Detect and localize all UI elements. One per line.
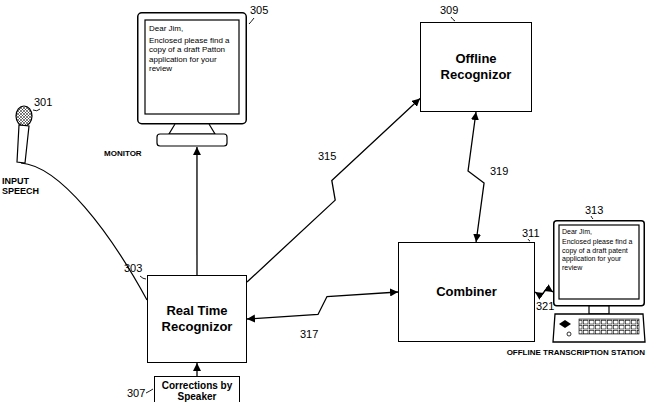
box-label: Offline Recognizor	[425, 51, 527, 82]
signal-link	[247, 99, 420, 283]
device-label: MONITOR	[104, 149, 142, 158]
callout-number: 309	[440, 4, 458, 17]
screen-text: Enclosed please find a copy of a draft p…	[562, 238, 636, 272]
box-label: Corrections by Speaker	[159, 381, 235, 402]
screen-text: Dear Jim,	[562, 228, 636, 236]
input-label: INPUT SPEECH	[2, 176, 48, 197]
callout-number: 313	[585, 204, 603, 217]
input-box: Corrections by Speaker	[154, 376, 240, 402]
signal-link	[196, 147, 197, 275]
screen-text: Dear Jim,	[149, 24, 235, 34]
signal-link	[196, 363, 197, 376]
callout-number: 315	[318, 150, 336, 163]
callout-number: 305	[250, 4, 268, 17]
microphone-cable	[21, 163, 147, 300]
signal-link	[535, 288, 553, 296]
box-label: Real Time Recognizor	[152, 303, 242, 334]
callout-number: 301	[34, 96, 52, 109]
signal-link	[468, 112, 484, 242]
process-box: Real Time Recognizor	[147, 275, 247, 363]
callout-number: 321	[536, 300, 554, 313]
signal-link	[247, 292, 398, 319]
leader-lines	[33, 17, 593, 393]
process-box: Offline Recognizor	[420, 22, 532, 112]
microphone	[16, 106, 32, 163]
callout-number: 303	[124, 262, 142, 275]
callout-number: 311	[522, 227, 540, 240]
screen-text: Enclosed please find a copy of a draft P…	[149, 36, 235, 74]
transcription-station: Dear Jim, Enclosed please find a copy of …	[553, 220, 645, 345]
process-box: Combiner	[398, 242, 535, 342]
callout-number: 319	[490, 165, 508, 178]
device-label: OFFLINE TRANSCRIPTION STATION	[507, 348, 645, 357]
monitor: Dear Jim, Enclosed please find a copy of …	[137, 12, 247, 147]
callout-number: 307	[127, 387, 145, 400]
callout-number: 317	[300, 328, 318, 341]
box-label: Combiner	[436, 284, 497, 300]
